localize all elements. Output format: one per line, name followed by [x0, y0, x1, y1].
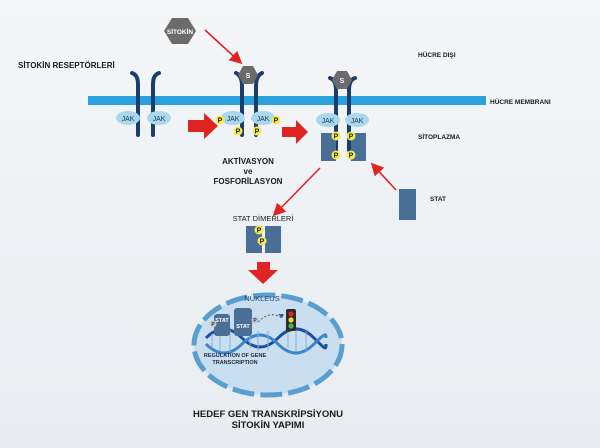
nuclear-translocation-arrow: [248, 262, 278, 284]
phosphate: [252, 126, 262, 136]
phosphate-label: P: [257, 228, 262, 235]
phosphate: [346, 131, 356, 141]
phosphate: [331, 150, 341, 160]
cytokine-label: SİTOKİN: [167, 28, 194, 36]
transition-arrow-2: [282, 120, 308, 144]
phosphate: [346, 150, 356, 160]
receptors-label: SİTOKİN RESEPTÖRLERİ: [18, 61, 115, 70]
activation-label-3: FOSFORİLASYON: [214, 177, 283, 186]
nucleus-label: NÜKLEUS: [244, 294, 279, 303]
stat-label: STAT: [215, 318, 229, 324]
jak-protein: [116, 111, 140, 125]
phosphate-label: P: [274, 118, 279, 125]
activation-label-2: ve: [244, 167, 253, 176]
phosphate: [233, 126, 243, 136]
jak-protein: [316, 113, 340, 127]
phosphate: [215, 115, 225, 125]
cytokine-hexagon: SİTOKİN: [164, 18, 196, 44]
jak-label: JAK: [227, 116, 240, 123]
cytokine-s-label: S: [246, 73, 251, 80]
stat-dimers-label: STAT DİMERLERİ: [233, 214, 294, 223]
activation-label-1: AKTİVASYON: [222, 157, 274, 166]
jak-label: JAK: [122, 116, 135, 123]
phosphate-label: P: [218, 118, 223, 125]
jak-label: JAK: [257, 116, 270, 123]
activation-dashed-arrow: [257, 314, 283, 323]
jak-label: JAK: [322, 118, 335, 125]
phosphate-label: P: [334, 134, 339, 141]
stat-recruit-arrow: [370, 162, 397, 191]
regulation-label-1: REGULATION OF GENE: [204, 353, 267, 359]
phosphate: [257, 236, 267, 246]
outcome-label-1: HEDEF GEN TRANSKRİPSİYONU: [193, 409, 343, 420]
stat-protein: [214, 314, 230, 336]
nucleus: NÜKLEUS STAT STAT P P: [191, 292, 345, 398]
jak-protein: [147, 111, 171, 125]
phosphate-label: P: [255, 129, 260, 136]
jak-protein: [221, 111, 245, 125]
receptor-activated: S JAK JAK P P P P: [215, 66, 281, 137]
bound-cytokine: [332, 71, 352, 89]
phosphate-label: P: [236, 129, 241, 136]
stat-dimer: P P: [246, 225, 281, 253]
stat-label: STAT: [430, 196, 446, 203]
jak-label: JAK: [153, 116, 166, 123]
membrane-label: HÜCRE MEMBRANI: [490, 97, 551, 106]
transition-arrow-1: [188, 113, 218, 139]
phosphate-label: P: [211, 322, 215, 328]
cytokine-s-label: S: [340, 78, 345, 85]
phosphate-label: P: [349, 153, 354, 160]
cytokine-binding-arrow: [204, 29, 243, 65]
outcome-label-2: SİTOKİN YAPIMI: [232, 420, 305, 431]
receptor-inactive: JAK JAK: [116, 71, 171, 137]
extracellular-label: HÜCRE DIŞI: [418, 50, 456, 59]
stat-protein: [234, 308, 252, 336]
free-stat: [399, 189, 416, 220]
phosphate-label: P: [334, 153, 339, 160]
phosphate-label: P: [349, 134, 354, 141]
phosphate: [209, 320, 217, 328]
cytoplasm-label: SİTOPLAZMA: [418, 133, 460, 141]
jak-label: JAK: [351, 118, 364, 125]
traffic-light-icon: [286, 309, 296, 331]
phosphate: [251, 316, 259, 324]
phosphate-label: P: [260, 239, 265, 246]
dimer-release-arrow: [272, 167, 321, 217]
cell-membrane: [88, 96, 486, 105]
regulation-label-2: TRANSCRIPTION: [212, 360, 257, 366]
jak-protein: [345, 113, 369, 127]
receptor-stat-bound: S JAK JAK P P P P: [316, 71, 369, 161]
stat-label: STAT: [236, 324, 250, 330]
stat-protein: [265, 226, 281, 253]
jak-protein: [251, 111, 275, 125]
dna-helix: [204, 327, 328, 355]
phosphate-label: P: [253, 318, 257, 324]
phosphate: [271, 115, 281, 125]
bound-cytokine: [238, 66, 258, 84]
phosphate: [254, 225, 264, 235]
phosphate: [331, 131, 341, 141]
